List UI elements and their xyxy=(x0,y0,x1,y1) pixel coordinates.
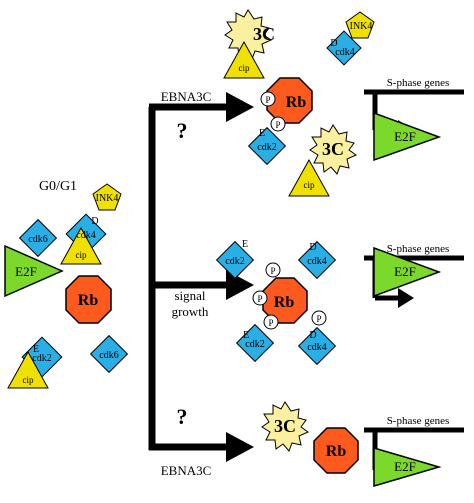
sphase-label-top: S-phase genes xyxy=(387,77,450,89)
cdk2-top xyxy=(247,126,287,166)
e2f-top xyxy=(373,111,442,162)
p-1: P xyxy=(265,95,270,105)
cdk4-middle-bottom xyxy=(297,326,337,366)
cip-left-label: cip xyxy=(76,250,87,260)
cdk4-left-label: cdk4 xyxy=(76,230,95,241)
p-3: P xyxy=(270,266,275,276)
cdk4-top-label: cdk4 xyxy=(335,47,354,58)
rb-label-bottom: Rb xyxy=(326,443,347,460)
cyclin-d-mid-top: D xyxy=(309,242,316,253)
e2f-middle xyxy=(373,246,442,298)
cyclin-e-top: E xyxy=(259,128,265,139)
cyclin-e-mid-bottom: E xyxy=(243,330,249,341)
cyclin-d-mid-bottom: D xyxy=(309,330,316,341)
cip-left-bottom xyxy=(7,350,49,389)
arrow-head-bottom xyxy=(226,432,254,462)
e2f-label-middle: E2F xyxy=(394,264,416,279)
cyclin-d-left: D xyxy=(91,216,98,227)
e2f-label-left: E2F xyxy=(15,264,37,279)
question-top: ? xyxy=(177,118,188,143)
cdk2-middle-top xyxy=(215,240,255,280)
cdk6-left-lower xyxy=(89,334,129,374)
ebna3c-mid xyxy=(309,124,358,175)
e2f-left xyxy=(4,244,64,298)
cip-top xyxy=(223,40,265,79)
sphase-label-middle: S-phase genes xyxy=(387,243,450,255)
ebna3c-label-top: EBNA3C xyxy=(161,89,212,104)
signal-label: signal xyxy=(174,288,205,303)
ink4-top xyxy=(345,11,375,39)
e2f-label-top: E2F xyxy=(394,129,416,144)
growth-label: growth xyxy=(172,304,209,319)
text-layer: Rb Rb Rb Rb E2F E2F E2F E2F S-phase gene… xyxy=(15,21,449,478)
e2f-bottom xyxy=(373,446,442,488)
phosphate-group xyxy=(252,91,327,330)
cdk2-mid-top-label: cdk2 xyxy=(225,256,244,267)
cip-top-label: cip xyxy=(239,63,250,73)
pathway-arrows xyxy=(148,92,254,462)
ink4-left xyxy=(92,183,122,211)
cyclin-e-left: E xyxy=(33,344,39,355)
cyclin-e-mid-top: E xyxy=(242,239,248,250)
rb-label-middle: Rb xyxy=(274,294,295,311)
cdk6-left xyxy=(18,218,58,258)
ebna3c-bottom xyxy=(261,401,310,452)
c3-top: 3C xyxy=(253,24,275,44)
cip-left-top xyxy=(60,226,102,265)
cip-mid-label: cip xyxy=(304,180,315,190)
cdk4-mid-top-label: cdk4 xyxy=(307,256,326,267)
cdk2-middle-bottom xyxy=(235,323,275,363)
p-6: P xyxy=(316,314,321,324)
cdk2-left-label: cdk2 xyxy=(32,353,51,364)
cdk4-top xyxy=(326,30,362,66)
cdk2-mid-bottom-label: cdk2 xyxy=(245,339,264,350)
arrow-head-middle xyxy=(226,270,254,300)
ink4-top-label: INK4 xyxy=(350,21,373,32)
sphase-label-bottom: S-phase genes xyxy=(387,415,450,427)
cdk6-left-label: cdk6 xyxy=(28,234,47,245)
cyclin-d-top: D xyxy=(330,38,337,49)
p-5: P xyxy=(268,318,273,328)
question-bottom: ? xyxy=(177,404,188,429)
arrow-head-top xyxy=(226,92,254,122)
g0g1-label: G0/G1 xyxy=(39,179,77,194)
c3-bottom: 3C xyxy=(274,416,296,436)
cdk6-left-lower-label: cdk6 xyxy=(99,350,118,361)
ink4-left-label: INK4 xyxy=(96,193,119,204)
cip-bottom-label: cip xyxy=(23,375,34,385)
e2f-label-bottom: E2F xyxy=(394,459,416,474)
rb-label-top: Rb xyxy=(286,94,307,111)
p-4: P xyxy=(257,294,262,304)
rb-bottom xyxy=(313,427,359,474)
cdk4-mid-bottom-label: cdk4 xyxy=(307,342,326,353)
c3-mid: 3C xyxy=(322,139,344,159)
rb-label-left: Rb xyxy=(78,292,99,309)
ebna3c-label-bottom: EBNA3C xyxy=(161,463,212,478)
cdk2-top-label: cdk2 xyxy=(257,142,276,153)
p-2: P xyxy=(275,120,280,130)
cdk4-middle-top xyxy=(297,240,337,280)
cip-top-lower xyxy=(288,158,330,197)
rb-left xyxy=(65,275,112,324)
